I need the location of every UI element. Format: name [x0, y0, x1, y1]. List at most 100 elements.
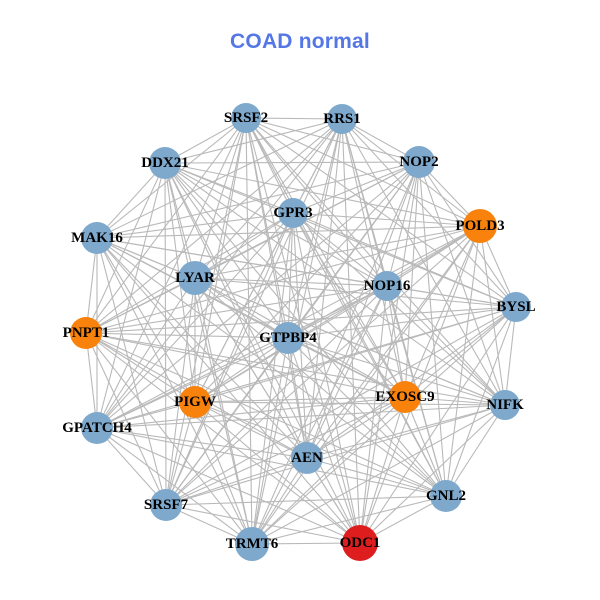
node-gnl2 — [430, 480, 462, 512]
network-edge — [194, 212, 294, 279]
network-edge — [287, 212, 294, 339]
node-label-exosc9: EXOSC9 — [375, 389, 434, 405]
node-layer — [70, 103, 531, 561]
node-gpatch4 — [81, 412, 113, 444]
network-edge — [85, 285, 388, 334]
network-edge — [165, 225, 481, 506]
network-edge — [194, 118, 343, 279]
node-label-ddx21: DDX21 — [141, 155, 189, 171]
network-edge — [194, 277, 506, 406]
network-edge — [165, 495, 447, 506]
network-edge — [245, 117, 308, 459]
network-edge — [287, 337, 506, 406]
network-edge — [245, 117, 406, 398]
network-edge — [96, 404, 506, 429]
node-label-srsf7: SRSF7 — [144, 497, 189, 513]
network-edge — [96, 277, 196, 429]
network-edge — [96, 427, 253, 545]
node-lyar — [178, 261, 212, 295]
node-label-pold3: POLD3 — [455, 218, 504, 234]
network-edge — [292, 212, 517, 308]
node-label-gnl2: GNL2 — [426, 488, 466, 504]
network-edge — [292, 212, 481, 227]
node-nifk — [490, 390, 520, 420]
network-edge — [292, 161, 420, 214]
network-edge — [287, 337, 447, 497]
network-edge — [445, 306, 517, 497]
node-srsf7 — [150, 489, 182, 521]
network-edge — [96, 118, 343, 239]
node-exosc9 — [389, 381, 421, 413]
network-edge — [96, 212, 294, 239]
network-edge — [194, 401, 506, 406]
node-rrs1 — [327, 104, 357, 134]
network-edge — [165, 212, 294, 506]
network-edge — [445, 225, 481, 497]
network-edge — [251, 396, 406, 545]
network-edge — [341, 118, 361, 544]
network-edge — [85, 118, 343, 334]
node-label-gpr3: GPR3 — [273, 205, 312, 221]
network-edge — [404, 396, 506, 406]
node-pigw — [179, 386, 211, 418]
network-edge — [96, 162, 166, 239]
network-edge — [96, 427, 167, 506]
node-label-nop2: NOP2 — [399, 154, 438, 170]
network-edge — [165, 404, 506, 506]
network-edge — [287, 337, 361, 544]
node-label-pigw: PIGW — [174, 394, 216, 410]
network-edge — [85, 332, 506, 406]
node-srsf2 — [231, 103, 261, 133]
network-edge — [96, 237, 167, 506]
network-edge — [85, 306, 517, 334]
node-label-lyar: LYAR — [175, 270, 215, 286]
network-edge — [96, 427, 361, 544]
network-edge — [245, 117, 481, 227]
network-edge — [504, 306, 517, 406]
network-edge — [245, 117, 253, 545]
network-edge — [164, 162, 517, 308]
network-edge — [96, 225, 481, 239]
node-odc1 — [342, 525, 378, 561]
network-edge — [165, 306, 517, 506]
network-edge — [386, 161, 420, 287]
node-label-trmt6: TRMT6 — [226, 536, 279, 552]
network-edge — [306, 457, 447, 497]
node-pnpt1 — [70, 317, 102, 349]
network-edge — [96, 117, 247, 429]
node-label-bysl: BYSL — [496, 299, 535, 315]
network-edge — [165, 401, 196, 506]
node-gtpbp4 — [272, 322, 304, 354]
network-edge — [251, 337, 289, 545]
network-edge — [306, 404, 506, 459]
network-edge — [194, 277, 388, 287]
network-edge — [164, 162, 196, 279]
network-edge — [292, 212, 388, 287]
node-bysl — [501, 292, 531, 322]
network-edge — [386, 285, 517, 308]
network-edge — [251, 495, 447, 545]
network-edge — [194, 277, 447, 497]
network-edge — [292, 212, 447, 497]
network-edge — [359, 396, 406, 544]
network-edge — [165, 457, 308, 506]
network-edge — [165, 504, 361, 544]
network-edge — [96, 161, 420, 429]
network-edge — [165, 337, 289, 506]
node-ddx21 — [149, 147, 181, 179]
node-label-nifk: NIFK — [486, 397, 524, 413]
network-edge — [194, 396, 406, 403]
network-edge — [386, 285, 506, 406]
network-edge — [194, 277, 289, 339]
network-edge — [85, 332, 361, 544]
node-gpr3 — [278, 198, 308, 228]
network-edge — [341, 118, 406, 398]
network-edge — [194, 117, 247, 403]
network-edge — [287, 306, 517, 339]
network-edge — [96, 306, 517, 429]
network-edge — [164, 162, 361, 544]
network-edge — [165, 117, 247, 506]
network-edge — [85, 332, 447, 497]
